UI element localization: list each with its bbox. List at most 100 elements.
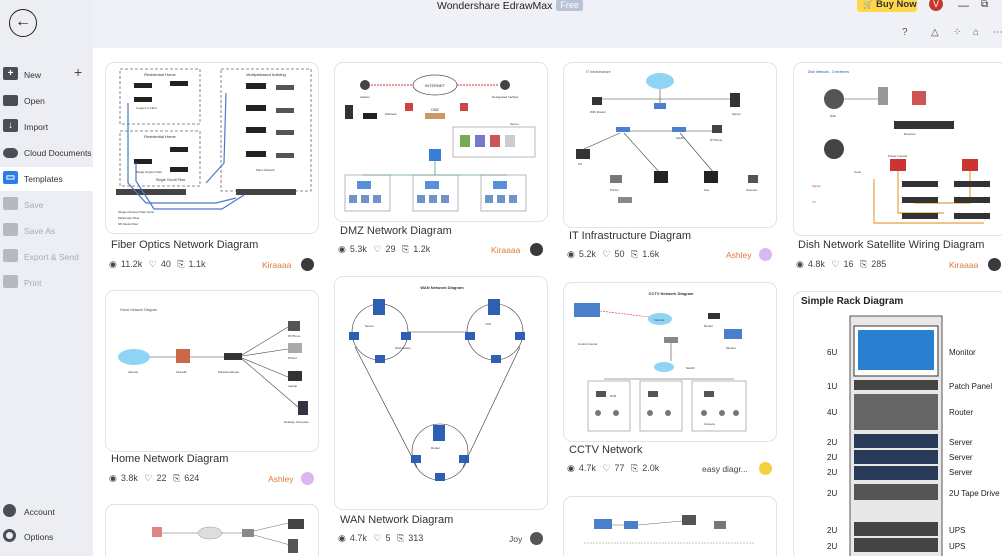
grid-icon[interactable]: ⁘ (953, 27, 962, 38)
rack-label: UPS (949, 542, 966, 551)
thumb-label: Desktop Computer (284, 420, 309, 424)
author-avatar[interactable] (530, 243, 543, 256)
rack-label: UPS (949, 526, 966, 535)
sidebar-item-label: Options (24, 532, 54, 542)
likes-count: 22 (156, 473, 167, 483)
heart-icon: ♡ (831, 259, 840, 269)
help-icon[interactable]: ? (902, 27, 908, 38)
template-thumbnail-cctv-network[interactable]: CCTV Network Diagram Control Center Inte… (563, 282, 777, 442)
card-stats: ◉4.7k ♡5 ⎘313 (338, 533, 427, 544)
thumb-label: Receiver (904, 132, 916, 136)
minimize-button[interactable]: — (958, 0, 969, 12)
template-thumbnail-partial[interactable] (563, 496, 777, 556)
author-avatar[interactable] (301, 258, 314, 271)
templates-icon: ▭ (3, 171, 18, 184)
user-avatar[interactable]: V (929, 0, 943, 11)
author-avatar[interactable] (301, 472, 314, 485)
card-title[interactable]: CCTV Network (569, 444, 643, 456)
template-thumbnail-dish-network[interactable]: Dish Network - 3 receivers Dish Receiver… (793, 62, 1002, 236)
author-avatar[interactable] (988, 258, 1001, 271)
sidebar-item-label: Open (24, 96, 45, 106)
sidebar-item-export-send[interactable]: Export & Send (0, 245, 93, 269)
template-thumbnail-home-network[interactable]: Home Network Diagram Internet Firewall W… (105, 290, 319, 452)
title-bar (93, 0, 1002, 22)
author-name[interactable]: easy diagr... (702, 464, 748, 474)
sidebar-item-new[interactable]: + New + (0, 63, 93, 87)
sidebar-item-save-as[interactable]: Save As (0, 219, 93, 243)
copies-count: 313 (408, 533, 424, 543)
import-icon: ↓ (3, 119, 18, 132)
thumb-label: SP-Mode Fiber (118, 222, 138, 226)
copy-icon: ⎘ (631, 249, 639, 259)
gear-icon (3, 529, 16, 542)
thumb-label: Signal (812, 184, 821, 188)
thumb-label: DMZ (431, 108, 439, 112)
thumb-label: Multimode Fiber (118, 216, 140, 220)
template-thumbnail-it-infrastructure[interactable]: IT Infrastructure WiFi Router Server Swi… (563, 62, 777, 228)
thumb-label: Dish (830, 114, 836, 118)
save-icon (3, 197, 18, 210)
template-thumbnail-partial[interactable] (105, 504, 319, 556)
template-thumbnail-fiber-optics[interactable]: Residential Home Multiplebased building … (105, 62, 319, 234)
sidebar-item-print[interactable]: Print (0, 271, 93, 295)
eye-icon: ◉ (109, 259, 117, 269)
thumb-label: IT Infrastructure (586, 70, 611, 74)
thumb-label: Router (704, 324, 713, 328)
views-count: 3.8k (120, 473, 138, 483)
author-avatar[interactable] (759, 462, 772, 475)
author-name[interactable]: Kiraaaa (262, 260, 292, 270)
export-icon (3, 249, 18, 262)
card-stats: ◉5.3k ♡29 ⎘1.2k (338, 244, 434, 255)
author-name[interactable]: Kiraaaa (491, 245, 521, 255)
rack-unit: 2U (827, 468, 838, 477)
author-avatar[interactable] (530, 532, 543, 545)
thumb-label: Single-Channel Fiber Optic (118, 210, 155, 214)
views-count: 4.7k (349, 533, 367, 543)
author-name[interactable]: Joy (509, 534, 523, 544)
sidebar-item-account[interactable]: Account (0, 500, 93, 524)
sidebar-item-label: Account (24, 507, 55, 517)
thumb-label: Camera (704, 422, 715, 426)
rack-unit: 1U (827, 382, 838, 391)
card-title[interactable]: Home Network Diagram (111, 453, 229, 465)
copy-icon: ⎘ (177, 259, 185, 269)
author-name[interactable]: Ashley (268, 474, 294, 484)
author-name[interactable]: Ashley (726, 250, 752, 260)
author-name[interactable]: Kiraaaa (949, 260, 979, 270)
sidebar: ← + New + Open ↓ Import Cloud Documents … (0, 0, 93, 556)
maximize-button[interactable]: ⧉ (981, 0, 989, 10)
shirt-icon[interactable]: ⌂ (973, 27, 980, 38)
thumb-label: LAN (485, 322, 491, 326)
card-title[interactable]: WAN Network Diagram (340, 514, 454, 526)
template-thumbnail-dmz[interactable]: INTERNET Hacker Designated Verified DMZ … (334, 62, 548, 222)
card-title[interactable]: IT Infrastructure Diagram (569, 230, 692, 242)
template-thumbnail-simple-rack[interactable]: Simple Rack Diagram 6U Monitor 1U Patch … (793, 291, 1002, 556)
sidebar-item-templates[interactable]: ▭ Templates (0, 167, 93, 191)
sidebar-item-open[interactable]: Open (0, 89, 93, 113)
thumb-label: Workstation (395, 346, 411, 350)
share-icon[interactable]: ⋯ (993, 27, 1002, 38)
save-as-icon (3, 223, 18, 236)
bell-icon[interactable]: △ (931, 27, 939, 38)
template-thumbnail-wan-network[interactable]: WAN Network Diagram Server Workstation L… (334, 276, 548, 510)
thumb-label: Coax (854, 170, 862, 174)
card-title[interactable]: Fiber Optics Network Diagram (111, 239, 259, 251)
sidebar-item-cloud-documents[interactable]: Cloud Documents (0, 141, 93, 165)
copy-icon: ⎘ (631, 463, 639, 473)
card-title[interactable]: DMZ Network Diagram (340, 225, 452, 237)
new-plus-icon[interactable]: + (74, 64, 83, 80)
thumb-label: Printer (288, 356, 297, 360)
back-arrow-button[interactable]: ← (9, 9, 37, 37)
rack-label: Patch Panel (949, 382, 993, 391)
thumb-label: Server (732, 112, 741, 116)
rack-label: Monitor (949, 348, 976, 357)
buy-now-button[interactable]: 🛒Buy Now (857, 0, 917, 12)
copies-count: 2.0k (642, 463, 660, 473)
author-avatar[interactable] (759, 248, 772, 261)
card-title[interactable]: Dish Network Satellite Wiring Diagram (798, 239, 985, 251)
sidebar-item-save[interactable]: Save (0, 193, 93, 217)
sidebar-item-options[interactable]: Options (0, 525, 93, 549)
sidebar-item-import[interactable]: ↓ Import (0, 115, 93, 139)
sidebar-item-label: Export & Send (24, 252, 79, 262)
